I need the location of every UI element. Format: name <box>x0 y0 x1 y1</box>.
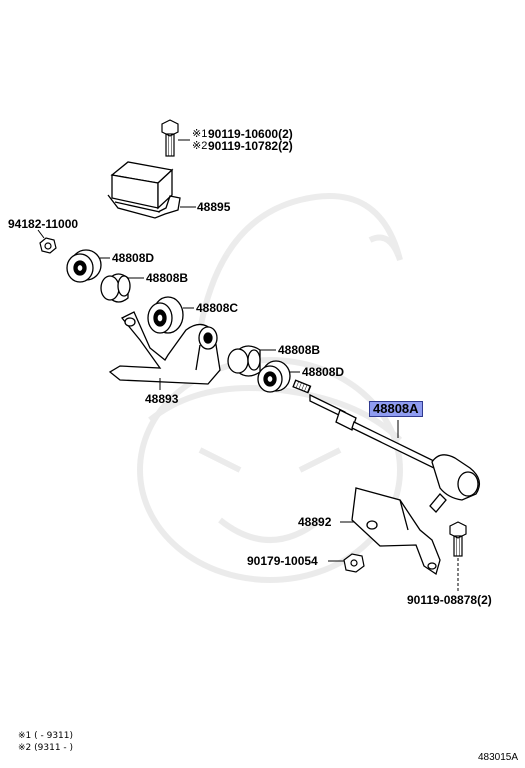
part-bolt-90119-10782[interactable]: 90119-10782(2) <box>208 139 293 153</box>
block-48895 <box>107 161 181 219</box>
part-48808B-lower[interactable]: 48808B <box>278 343 321 357</box>
footnote-1: ※1 ( - 9311) <box>18 731 74 741</box>
mark-1: ※1 <box>192 128 208 140</box>
cushion-48808B-lower <box>227 345 261 377</box>
part-48808B-upper[interactable]: 48808B <box>146 271 189 285</box>
footnote-2: ※2 (9311 - ) <box>18 743 74 753</box>
watermark <box>137 193 403 583</box>
cushion-48808C <box>147 296 184 334</box>
part-bolt-90119-10600[interactable]: 90119-10600(2) <box>208 127 293 141</box>
part-90119-08878[interactable]: 90119-08878(2) <box>407 593 492 607</box>
part-94182-11000[interactable]: 94182-11000 <box>8 217 79 231</box>
bolt-08878 <box>449 521 467 557</box>
cushion-48808B-upper <box>100 273 131 303</box>
part-48892[interactable]: 48892 <box>298 515 332 529</box>
mark-2: ※2 <box>192 140 208 152</box>
nut-94182 <box>39 237 57 254</box>
part-48808C[interactable]: 48808C <box>196 301 239 315</box>
cushion-48808D-upper <box>66 249 102 283</box>
cushion-48808D-lower <box>257 360 291 393</box>
part-48808A[interactable]: 48808A <box>369 401 423 417</box>
bracket-48892 <box>351 487 441 576</box>
bracket-48893 <box>108 311 221 385</box>
part-90179-10054[interactable]: 90179-10054 <box>247 554 318 568</box>
nut-90179 <box>343 553 365 573</box>
rod-48808A <box>292 379 481 513</box>
part-48808D-lower[interactable]: 48808D <box>302 365 345 379</box>
leader-94182 <box>37 229 45 239</box>
diagram-code: 483015A <box>478 752 519 763</box>
bolt-10600 <box>161 119 179 157</box>
part-48895[interactable]: 48895 <box>197 200 231 214</box>
part-48893[interactable]: 48893 <box>145 392 179 406</box>
part-48808D-upper[interactable]: 48808D <box>112 251 155 265</box>
